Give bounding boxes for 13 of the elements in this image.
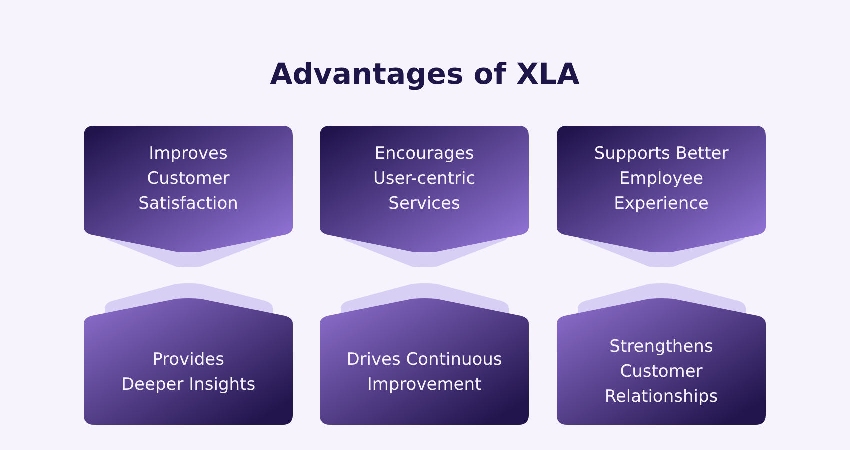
card-text: Encourages User-centric Services bbox=[372, 143, 477, 216]
card-text: Supports Better Employee Experience bbox=[593, 143, 730, 216]
down-pointing-card bbox=[557, 126, 766, 253]
card-text: Improves Customer Satisfaction bbox=[138, 143, 240, 216]
card-text: Drives Continuous Improvement bbox=[346, 348, 504, 396]
up-pointing-card bbox=[84, 298, 293, 425]
down-pointing-card bbox=[320, 126, 529, 253]
up-pointing-card bbox=[557, 298, 766, 425]
up-pointing-card bbox=[320, 298, 529, 425]
card-text: Provides Deeper Insights bbox=[120, 348, 257, 396]
down-pointing-card bbox=[84, 126, 293, 253]
diagram-title: Advantages of XLA bbox=[270, 57, 580, 91]
card-text: Strengthens Customer Relationships bbox=[604, 336, 720, 409]
